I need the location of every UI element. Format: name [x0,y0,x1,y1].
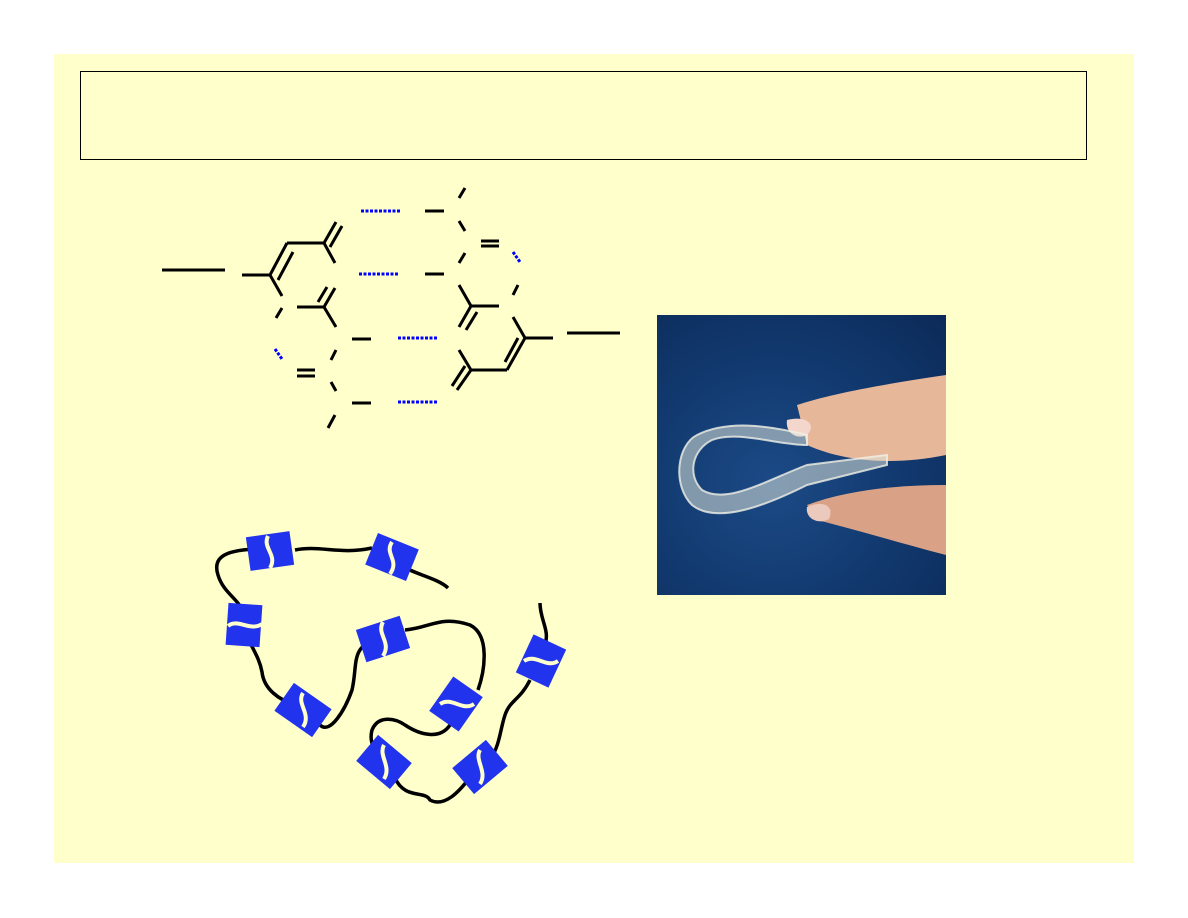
slide-background [54,54,1134,863]
polymer-chain [214,531,567,804]
disulfide-s-marks [226,535,560,786]
hydrogen-bonds [273,209,522,404]
disulfide-blocks [225,531,567,795]
hydrogel-strip-photo [657,315,946,595]
structure-bonds [162,187,620,429]
title-box [80,71,1087,160]
photo-illustration [678,375,946,555]
